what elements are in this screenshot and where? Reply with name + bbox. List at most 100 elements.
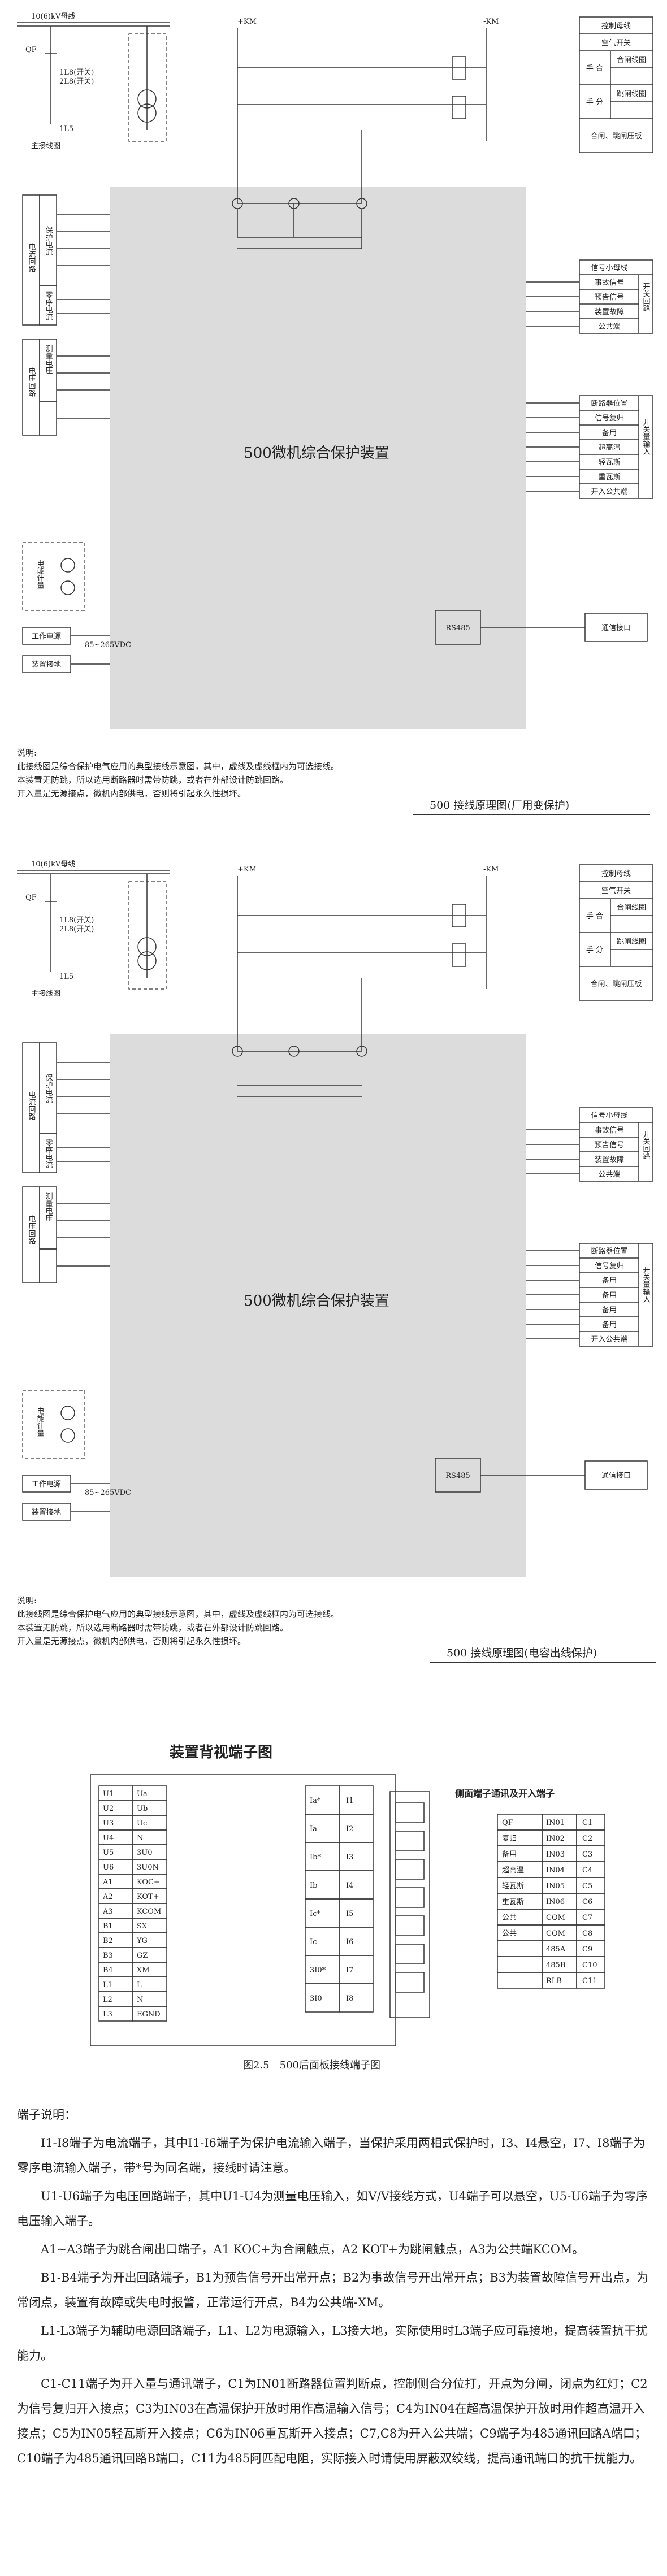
left2-group-metering: 电能计量 bbox=[36, 1407, 45, 1437]
left-terminal-signal: 3U0 bbox=[137, 1849, 153, 1857]
signal-table-1: 信号小母线 事故信号 预告信号 装置故障 公共端 开关回路 bbox=[579, 259, 653, 334]
device-title-2: 500微机综合保护装置 bbox=[244, 1293, 389, 1309]
connector-sockets bbox=[389, 1791, 430, 2018]
left-terminal-signal: Uc bbox=[137, 1819, 147, 1828]
left-terminal-id: U2 bbox=[103, 1805, 114, 1813]
left-terminal-signal: L bbox=[137, 1981, 142, 1989]
mid-terminal-id: I5 bbox=[346, 1910, 353, 1918]
mid-terminal-cell bbox=[339, 1927, 374, 1956]
power-label-2: 工作电源 bbox=[32, 1480, 61, 1489]
left-terminal-signal: KOC+ bbox=[137, 1878, 160, 1887]
caption-1: 500 接线原理图(厂用变保护) bbox=[430, 799, 570, 812]
left-terminal-signal: SX bbox=[137, 1922, 148, 1931]
input-side: 开关量输入 bbox=[642, 418, 651, 455]
side-terminal-cell bbox=[576, 1972, 605, 1989]
power-input: 工作电源 装置接地 85~265VDC bbox=[22, 627, 131, 673]
left2-group-voltage: 电压回路 bbox=[27, 1215, 36, 1244]
ground-label-2: 装置接地 bbox=[32, 1508, 61, 1517]
left-terminal-id: B1 bbox=[103, 1922, 113, 1931]
signal2-side: 开关回路 bbox=[642, 1130, 651, 1160]
input2-item-5: 备用 bbox=[602, 1320, 617, 1329]
comm-block-1: RS485 通信接口 bbox=[435, 610, 648, 645]
breaker-label-2: QF bbox=[25, 894, 37, 902]
left-terminal-id: U6 bbox=[103, 1863, 114, 1872]
input-item-6: 开入公共端 bbox=[591, 488, 627, 496]
mid-terminal-signal: Ib bbox=[310, 1881, 317, 1890]
side-terminal-label: 公共 bbox=[502, 1929, 517, 1938]
caption-2: 500 接线原理图(电容出线保护) bbox=[447, 1647, 597, 1659]
device-title: 500微机综合保护装置 bbox=[244, 445, 389, 462]
left-meter-group: 电能计量 bbox=[22, 542, 85, 611]
fuse1-label-2: 1L8(开关) bbox=[59, 916, 94, 925]
table1-row6: 合闸、跳闸压板 bbox=[590, 132, 642, 141]
left-terminal-id: A3 bbox=[102, 1907, 113, 1916]
side-terminal-signal: RLB bbox=[546, 1977, 562, 1985]
left2-group-meas-voltage: 测量电压 bbox=[44, 1192, 53, 1222]
left-group-current: 电流回路 bbox=[27, 243, 36, 272]
side-terminal-signal: IN04 bbox=[546, 1866, 565, 1875]
mid-terminal-signal: Ic bbox=[310, 1938, 317, 1946]
left-terminal-signal: GZ bbox=[137, 1951, 148, 1960]
mid-terminal-id: I6 bbox=[346, 1938, 353, 1946]
table1-row2: 手 合 bbox=[586, 64, 603, 73]
side-terminal-signal: 485B bbox=[546, 1961, 565, 1970]
mid-terminal-cell bbox=[339, 1814, 374, 1843]
mid-terminal-id: I7 bbox=[346, 1966, 353, 1975]
left-current-group: 电流回路 保护电流 零序电流 bbox=[22, 194, 110, 326]
left-group-prot-current: 保护电流 bbox=[44, 226, 53, 255]
table2-row2: 手 合 bbox=[586, 912, 603, 921]
side-terminal-signal: COM bbox=[546, 1929, 565, 1938]
mid-terminal-id: I4 bbox=[346, 1881, 353, 1890]
input-item-3: 超高温 bbox=[598, 443, 620, 452]
side-terminal-label: 复归 bbox=[502, 1835, 517, 1843]
table2-row4: 手 分 bbox=[586, 946, 603, 955]
side-terminal-label: 备用 bbox=[502, 1850, 517, 1859]
wiring-diagram-2-svg: 500微机综合保护装置 10(6)kV母线 QF 1L8(开关) 2L8(开关)… bbox=[17, 860, 653, 1577]
breaker-label: QF bbox=[25, 46, 37, 54]
side-terminal-signal: IN01 bbox=[546, 1819, 565, 1827]
side-terminal-id: C10 bbox=[582, 1961, 597, 1970]
input2-item-6: 开入公共端 bbox=[591, 1335, 627, 1344]
signal2-item-0: 事故信号 bbox=[595, 1126, 624, 1135]
input-wires-1 bbox=[526, 402, 579, 492]
notes-heading-2: 说明: bbox=[17, 1595, 37, 1606]
feed-label-2: 1L5 bbox=[59, 973, 73, 981]
mid-terminal-id: I8 bbox=[346, 1994, 353, 2003]
table2-row1: 空气开关 bbox=[601, 886, 631, 895]
power-sub-2: 85~265VDC bbox=[85, 1489, 131, 1497]
side-title: 侧面端子通讯及开入端子 bbox=[455, 1788, 555, 1799]
side-terminal-id: C7 bbox=[582, 1914, 592, 1922]
caption-1-rule bbox=[413, 814, 650, 815]
terminal-explanation: 端子说明： I1-I8端子为电流端子，其中I1-I6端子为保护电流输入端子，当保… bbox=[17, 2102, 650, 2474]
signal2-title: 信号小母线 bbox=[591, 1112, 627, 1120]
left-terminal-signal: KOT+ bbox=[137, 1893, 159, 1901]
left-terminal-id: A1 bbox=[102, 1878, 113, 1887]
input2-item-1: 信号复归 bbox=[595, 1262, 624, 1270]
left-terminal-id: L3 bbox=[103, 2010, 112, 2019]
left-group-metering: 电能计量 bbox=[36, 560, 45, 589]
notes-heading-1: 说明: bbox=[17, 748, 37, 758]
fuse2-label: 2L8(开关) bbox=[59, 77, 94, 86]
left-voltage-group: 电压回路 测量电压 bbox=[22, 339, 110, 436]
mid-terminal-signal: 3I0* bbox=[310, 1966, 326, 1975]
table2-row5: 跳闸线圈 bbox=[617, 938, 646, 946]
table2-row6: 合闸、跳闸压板 bbox=[590, 980, 642, 988]
comm-label-2: 通信接口 bbox=[601, 1471, 631, 1480]
wiring-diagram-1-svg: 500微机综合保护装置 10(6)kV母线 QF 1L8(开关) 2L8(开关)… bbox=[17, 12, 653, 729]
note-2-1: 本装置无防跳，所以选用断路器时需带防跳，或者在外部设计防跳回路。 bbox=[17, 1623, 289, 1633]
left-terminal-id: B2 bbox=[103, 1937, 113, 1945]
left-terminal-id: L2 bbox=[103, 1996, 112, 2004]
caption-2-rule bbox=[430, 1662, 656, 1663]
side-terminal-label: QF bbox=[502, 1819, 513, 1827]
fuse1-label: 1L8(开关) bbox=[59, 68, 94, 77]
explanation-p0: I1-I8端子为电流端子，其中I1-I6端子为保护电流输入端子，当保护采用两相式… bbox=[17, 2136, 646, 2175]
note-2-2: 开入量是无源接点，微机内部供电，否则将引起永久性损坏。 bbox=[17, 1636, 246, 1646]
left-terminal-signal: N bbox=[137, 1996, 143, 2004]
table1-row5: 跳闸线圈 bbox=[617, 90, 646, 98]
bus-label: 10(6)kV母线 bbox=[31, 12, 75, 21]
side-terminal-label: 公共 bbox=[502, 1914, 517, 1922]
rs485-label: RS485 bbox=[445, 624, 470, 632]
left-group-zero-current: 零序电流 bbox=[44, 291, 53, 320]
explanation-p1: U1-U6端子为电压回路端子，其中U1-U4为测量电压输入，如V/V接线方式，U… bbox=[17, 2189, 648, 2228]
